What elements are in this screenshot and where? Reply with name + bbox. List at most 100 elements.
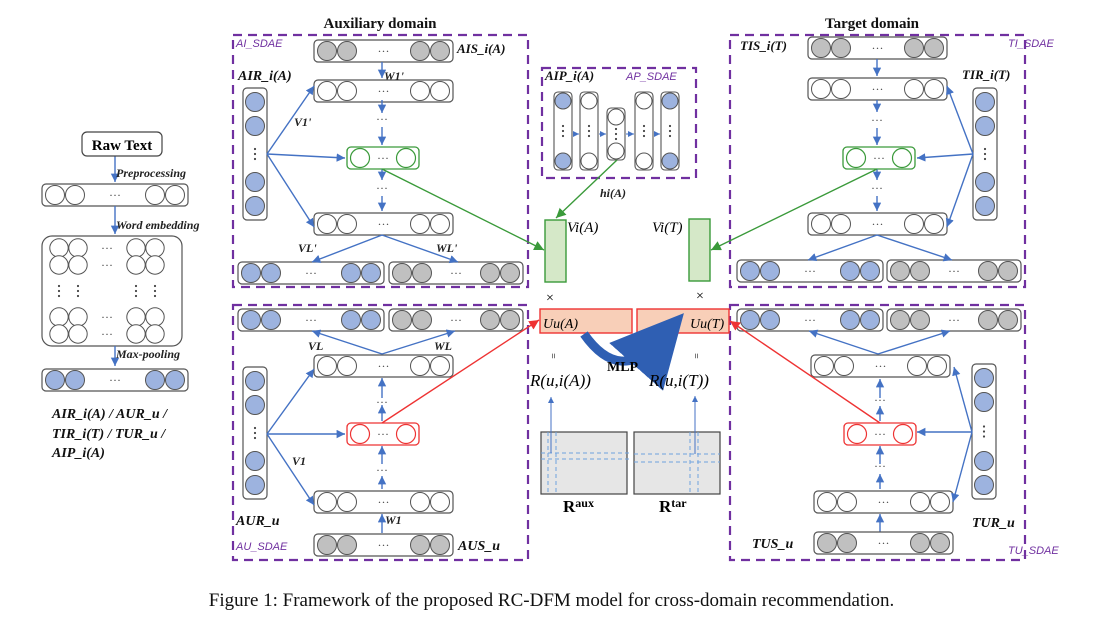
u-aux-label: Uu(A) [543, 317, 578, 332]
ti-rating-output-ellipsis: ··· [804, 264, 816, 278]
tu-bottleneck-ellipsis: ··· [874, 427, 886, 441]
arrow-air-v1p [266, 85, 315, 155]
profile-node [661, 152, 679, 170]
aux-domain-title: Auxiliary domain [324, 16, 438, 32]
arrow-ti-to-vtar [710, 168, 878, 251]
arrow-air-vlp [266, 153, 315, 228]
ai-rating-output-ellipsis: ··· [305, 266, 317, 280]
profile-vdots [587, 134, 591, 138]
profile-node [580, 92, 598, 110]
ai-dots1: ··· [376, 112, 388, 126]
au-side-output-node [392, 310, 412, 330]
au-side-output-node [412, 310, 432, 330]
vl-label: VL [308, 339, 323, 353]
profile-vdots [614, 132, 618, 136]
tu-rating-output-node [860, 310, 880, 330]
ti-enc-layer1-ellipsis: ··· [872, 82, 884, 96]
tu-side-output-node [998, 310, 1018, 330]
pooled-layer-node [165, 370, 185, 390]
arrow-tir-mid [916, 153, 974, 162]
tu-dec-layer-node [814, 356, 834, 376]
mlp-label: MLP [607, 360, 639, 375]
tus-input-layer-node [910, 533, 930, 553]
aur-input-column-ellipsis [253, 431, 257, 435]
tu-rating-output-node [840, 310, 860, 330]
tu-side-output-node [978, 310, 998, 330]
embedding-node [68, 255, 88, 275]
outputs-line1: AIR_i(A) / AUR_u / [51, 407, 168, 422]
profile-vdots [587, 124, 591, 128]
tu-rating-output-node [740, 310, 760, 330]
tu-bottleneck-node [892, 423, 914, 445]
embedding-vdots [76, 284, 80, 288]
tur-input-column-node [974, 392, 994, 412]
arrow-au-vl [311, 329, 383, 355]
au-dec-layer-node [410, 356, 430, 376]
ai-rating-output-node [361, 263, 381, 283]
tur-input-column-node [974, 368, 994, 388]
embedding-ellipsis: ··· [101, 310, 113, 324]
embedding-node [145, 255, 165, 275]
arrow-tu-to-utar [729, 320, 881, 424]
tur-input-column-ellipsis [982, 430, 986, 433]
ai-side-output-node [392, 263, 412, 283]
ai-side-output-node [500, 263, 520, 283]
tir-input-column-ellipsis [983, 147, 987, 151]
embedding-vdots [134, 294, 138, 298]
embedding-ellipsis: ··· [101, 327, 113, 341]
ti-bottleneck-node [891, 147, 913, 169]
v-tar-vector [688, 218, 711, 282]
ti-rating-output-node [860, 261, 880, 281]
arrow-ai-to-vaux [381, 168, 545, 251]
v1-label: V1 [292, 454, 306, 468]
arrow-ti-vl [807, 234, 878, 262]
tis-input-layer-ellipsis: ··· [872, 41, 884, 55]
tus-input-layer-node [817, 533, 837, 553]
embedding-node [68, 238, 88, 258]
tir-input-column-node [975, 196, 995, 216]
air-input-column-ellipsis [253, 152, 257, 156]
tur-label: TUR_u [972, 516, 1015, 531]
tu-dots1: ··· [874, 459, 886, 473]
ti-side-output-ellipsis: ··· [948, 264, 960, 278]
pooled-layer-node [45, 370, 65, 390]
embedding-vdots [134, 289, 138, 293]
arrow-tu-vl [808, 329, 879, 355]
step-max-pooling: Max-pooling [115, 347, 180, 361]
v1p-label: V1' [294, 115, 312, 129]
ti-rating-output-node [760, 261, 780, 281]
target-domain: Target domain TI_SDAE TIS_i(T) TIR_i(T) … [740, 16, 1059, 557]
ti-side-output-node [890, 261, 910, 281]
pooled-layer-node [145, 370, 165, 390]
profile-vdots [614, 137, 618, 141]
arrow-aur-v1 [266, 433, 315, 506]
ai-bottleneck-ellipsis: ··· [377, 151, 389, 165]
arrow-au-to-uaux [381, 319, 540, 424]
ti-sdae-label: TI_SDAE [1008, 38, 1055, 50]
tu-bottleneck-node [846, 423, 868, 445]
profile-vdots [642, 124, 646, 128]
h-label: hi(A) [600, 186, 626, 200]
outputs-line2: TIR_i(T) / TUR_u / [52, 427, 166, 442]
ti-side-output-node [910, 261, 930, 281]
embedding-node [49, 255, 69, 275]
aur-label: AUR_u [235, 514, 280, 529]
au-sdae-label: AU_SDAE [235, 541, 288, 553]
ai-bottleneck-node [349, 147, 371, 169]
ai-dec-layer-ellipsis: ··· [378, 217, 390, 231]
aus-input-layer-node [410, 535, 430, 555]
center-section: Vi(A) Vi(T) × × Uu(A) Uu(T) = = MLP R(u,… [529, 220, 725, 516]
preprocess-section: Raw Text Preprocessing Word embedding Ma… [51, 131, 199, 461]
aur-input-column-ellipsis [253, 436, 257, 440]
tu-sdae-box [728, 303, 1027, 562]
ai-enc-layer1-node [337, 81, 357, 101]
air-label: AIR_i(A) [237, 69, 292, 84]
profile-vdots [668, 129, 672, 133]
tu-side-output-ellipsis: ··· [948, 313, 960, 327]
ap-sdae-box [540, 66, 698, 180]
arrow-profile-to-vaux [555, 159, 618, 219]
au-bottleneck-ellipsis: ··· [377, 427, 389, 441]
ai-rating-output-node [241, 263, 261, 283]
r-tar-label: R(u,i(T)) [648, 371, 709, 390]
